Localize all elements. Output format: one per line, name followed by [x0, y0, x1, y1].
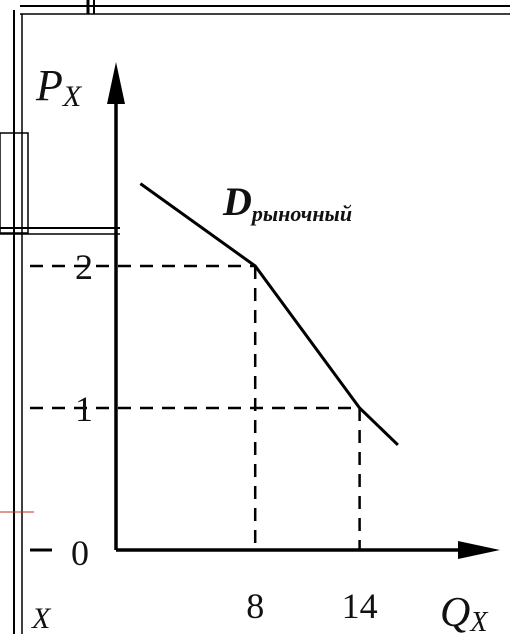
x-tick-label-1: 14	[342, 586, 378, 626]
origin-label: 0	[71, 533, 89, 573]
y-tick-label-1: 2	[75, 247, 93, 287]
frame-box	[0, 132, 29, 234]
x-axis-label-sub: X	[469, 607, 488, 634]
tick-labels: 1 2 8 14	[75, 247, 378, 626]
y-axis-label-main: P	[35, 61, 63, 110]
guide-lines	[30, 264, 361, 550]
x-tick-label-0: 8	[246, 586, 264, 626]
y-axis-label: PX	[35, 61, 83, 113]
y-axis-label-sub: X	[62, 80, 83, 113]
series-label-main: D	[222, 179, 252, 224]
x-axis-label: QX	[440, 590, 488, 634]
x-axis-arrow	[458, 541, 500, 559]
x-axis-label-main: Q	[440, 590, 470, 634]
demand-curve	[139, 182, 399, 446]
series-label-sub: рыночный	[250, 201, 352, 226]
series-label: Dрыночный	[222, 179, 352, 226]
y-axis-arrow	[107, 62, 125, 104]
y-tick-label-0: 1	[75, 389, 93, 429]
frame-fragment-label: X	[31, 602, 52, 634]
axes	[30, 62, 500, 559]
